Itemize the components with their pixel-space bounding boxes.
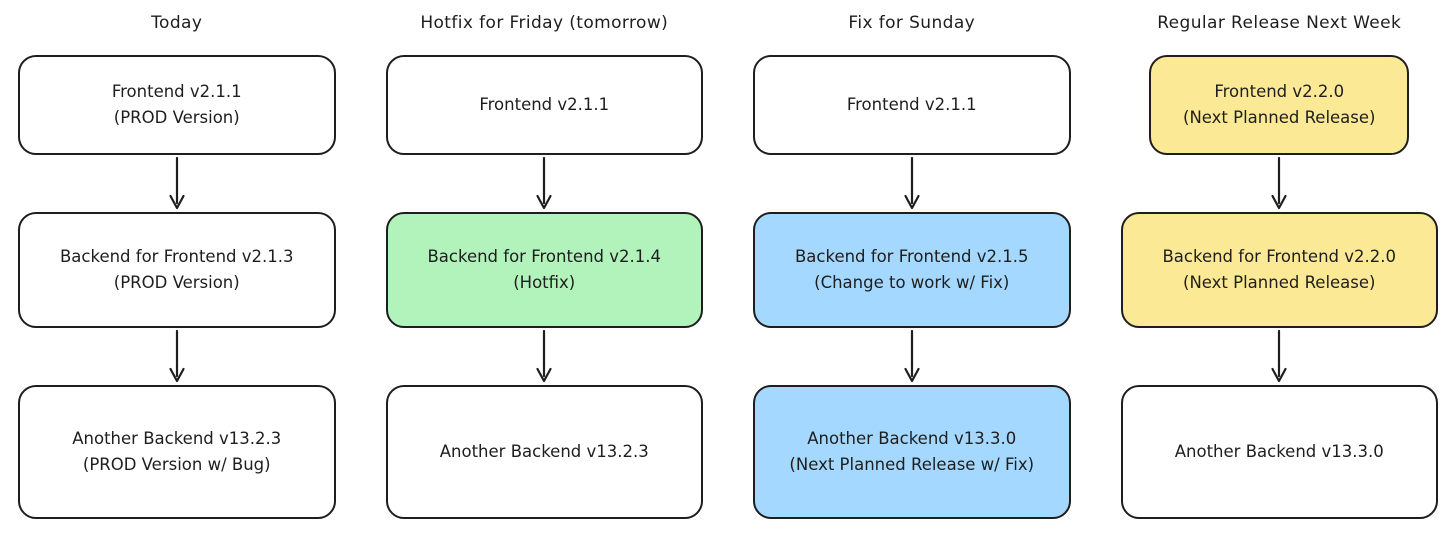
column-title: Hotfix for Friday (tomorrow) [420,13,669,33]
column-body: Frontend v2.1.1 Backend for Frontend v2.… [385,55,703,519]
version-box: Backend for Frontend v2.1.4 (Hotfix) [385,212,703,328]
arrow-down-icon [904,156,920,210]
column-title: Regular Release Next Week [1157,13,1402,33]
version-box: Another Backend v13.2.3 [385,385,703,519]
box-text-line: Another Backend v13.3.0 [1174,441,1384,461]
column-title: Today [151,13,203,33]
box-text-line: Backend for Frontend v2.1.4 [427,246,662,266]
release-column: Hotfix for Friday (tomorrow) Frontend v2… [385,0,703,540]
box-text-line: (PROD Version w/ Bug) [82,455,271,474]
box-text-line: Another Backend v13.2.3 [72,428,282,448]
release-column: Fix for Sunday Frontend v2.1.1 Backend f… [753,0,1071,540]
arrow-down-icon [536,156,552,210]
column-body: Frontend v2.1.1 Backend for Frontend v2.… [753,55,1071,519]
arrow-down-icon [1271,329,1287,383]
box-text-line: (Hotfix) [513,273,576,292]
box-text-line: Backend for Frontend v2.1.5 [794,246,1029,266]
version-box: Frontend v2.2.0 (Next Planned Release) [1149,55,1410,155]
box-text-line: Frontend v2.1.1 [111,81,242,101]
release-column: Regular Release Next Week Frontend v2.2.… [1120,0,1438,540]
arrow-down-icon [904,329,920,383]
version-box: Another Backend v13.3.0 (Next Planned Rel… [753,385,1071,519]
box-text-line: (Next Planned Release) [1183,273,1376,292]
box-text-line: (PROD Version) [113,108,240,127]
version-box: Frontend v2.1.1 (PROD Version) [18,55,336,155]
box-text-line: Backend for Frontend v2.2.0 [1162,246,1397,266]
release-column: Today Frontend v2.1.1 (PROD Version) Back… [18,0,336,540]
version-box: Another Backend v13.2.3 (PROD Version w/ … [18,385,336,519]
column-body: Frontend v2.1.1 (PROD Version) Backend fo… [18,55,336,519]
version-box: Backend for Frontend v2.1.5 (Change to wo… [753,212,1071,328]
column-title: Fix for Sunday [848,13,976,33]
version-box: Another Backend v13.3.0 [1120,385,1438,519]
arrow-down-icon [1271,156,1287,210]
box-text-line: (Change to work w/ Fix) [814,273,1010,292]
box-text-line: Frontend v2.1.1 [479,94,610,114]
box-text-line: (Next Planned Release) [1183,108,1376,127]
arrow-down-icon [169,329,185,383]
box-text-line: (PROD Version) [113,273,240,292]
version-box: Frontend v2.1.1 [385,55,703,155]
arrow-down-icon [536,329,552,383]
box-text-line: Frontend v2.2.0 [1214,81,1345,101]
box-text-line: Another Backend v13.2.3 [439,441,649,461]
box-text-line: (Next Planned Release w/ Fix) [789,455,1035,474]
version-box: Backend for Frontend v2.2.0 (Next Planned… [1120,212,1438,328]
box-text-line: Backend for Frontend v2.1.3 [59,246,294,266]
arrow-down-icon [169,156,185,210]
box-text-line: Another Backend v13.3.0 [807,428,1017,448]
version-box: Frontend v2.1.1 [753,55,1071,155]
column-body: Frontend v2.2.0 (Next Planned Release) Ba… [1120,55,1438,519]
box-text-line: Frontend v2.1.1 [846,94,977,114]
version-box: Backend for Frontend v2.1.3 (PROD Version… [18,212,336,328]
